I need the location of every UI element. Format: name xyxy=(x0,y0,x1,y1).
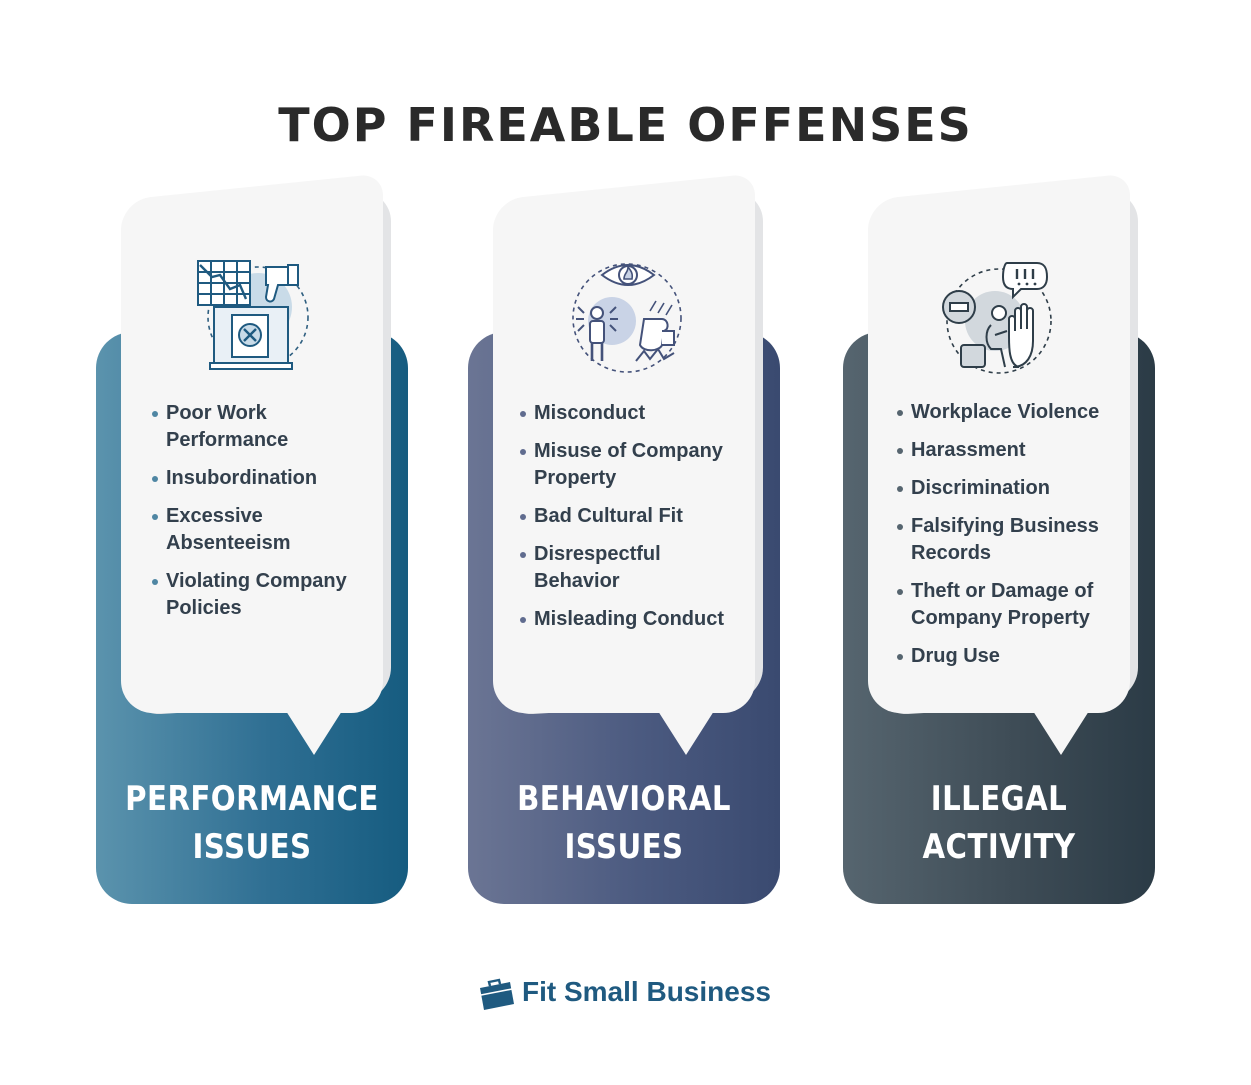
list-item: Misleading Conduct xyxy=(516,606,756,633)
category-label: PERFORMANCE ISSUES xyxy=(118,775,386,871)
list-item: Workplace Violence xyxy=(893,399,1133,426)
performance-issues-card: Poor Work Performance Insubordination Ex… xyxy=(96,173,408,907)
category-label: BEHAVIORAL ISSUES xyxy=(490,775,758,871)
offense-label: Misconduct xyxy=(534,402,646,424)
bubble-pointer xyxy=(658,711,714,755)
bubble-pointer xyxy=(286,711,342,755)
list-item: Harassment xyxy=(893,437,1133,464)
offense-label: Drug Use xyxy=(911,645,1000,667)
list-item: Insubordination xyxy=(148,465,388,492)
category-line-1: ILLEGAL xyxy=(930,779,1068,819)
category-line-2: ACTIVITY xyxy=(922,827,1076,867)
offense-label: Poor Work Performance xyxy=(166,402,289,451)
illegal-activity-card: Workplace Violence Harassment Discrimina… xyxy=(843,173,1155,907)
brand-name: Fit Small Business xyxy=(522,976,771,1007)
offense-label: Falsifying Business Records xyxy=(911,515,1099,564)
offense-list: Workplace Violence Harassment Discrimina… xyxy=(893,399,1133,681)
list-item: Violating Company Policies xyxy=(148,568,388,622)
offense-label: Theft or Damage of Company Property xyxy=(911,580,1094,629)
list-item: Poor Work Performance xyxy=(148,400,388,454)
poor-performance-icon xyxy=(192,255,318,381)
behavioral-issues-card: Misconduct Misuse of Company Property Ba… xyxy=(468,173,780,907)
list-item: Misconduct xyxy=(516,400,756,427)
offense-label: Workplace Violence xyxy=(911,401,1100,423)
offense-label: Insubordination xyxy=(166,467,318,489)
offense-label: Misleading Conduct xyxy=(534,608,724,630)
list-item: Theft or Damage of Company Property xyxy=(893,578,1133,632)
bubble-pointer xyxy=(1033,711,1089,755)
list-item: Drug Use xyxy=(893,643,1133,670)
misconduct-icon xyxy=(564,255,690,381)
offense-label: Violating Company Policies xyxy=(166,570,347,619)
category-line-2: ISSUES xyxy=(192,827,312,867)
list-item: Falsifying Business Records xyxy=(893,513,1133,567)
list-item: Disrespectful Behavior xyxy=(516,541,756,595)
category-line-2: ISSUES xyxy=(564,827,684,867)
page-title: TOP FIREABLE OFFENSES xyxy=(278,98,973,152)
category-line-1: PERFORMANCE xyxy=(125,779,379,819)
illegal-activity-icon xyxy=(939,255,1065,381)
category-label: ILLEGAL ACTIVITY xyxy=(865,775,1133,871)
brand-logo[interactable]: Fit Small Business xyxy=(476,974,776,1014)
offense-label: Discrimination xyxy=(911,477,1050,499)
category-line-1: BEHAVIORAL xyxy=(517,779,731,819)
offense-label: Excessive Absenteeism xyxy=(166,505,291,554)
list-item: Excessive Absenteeism xyxy=(148,503,388,557)
offense-list: Poor Work Performance Insubordination Ex… xyxy=(148,400,388,633)
briefcase-icon xyxy=(480,978,514,1010)
offense-label: Disrespectful Behavior xyxy=(534,543,661,592)
offense-label: Misuse of Company Property xyxy=(534,440,723,489)
list-item: Discrimination xyxy=(893,475,1133,502)
list-item: Bad Cultural Fit xyxy=(516,503,756,530)
offense-label: Bad Cultural Fit xyxy=(534,505,683,527)
list-item: Misuse of Company Property xyxy=(516,438,756,492)
offense-list: Misconduct Misuse of Company Property Ba… xyxy=(516,400,756,644)
offense-label: Harassment xyxy=(911,439,1026,461)
